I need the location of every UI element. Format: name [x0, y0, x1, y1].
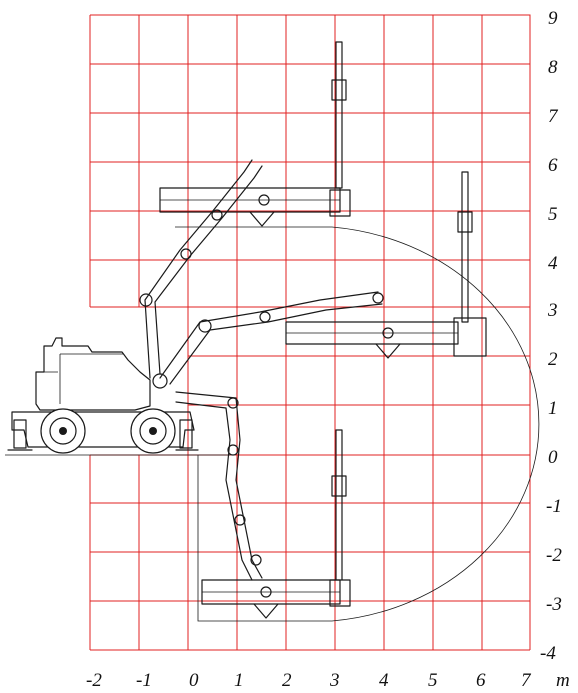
y-tick-neg1: -1 — [546, 496, 562, 517]
x-tick-neg1: -1 — [136, 670, 152, 691]
y-tick-1: 1 — [548, 398, 558, 419]
x-tick-1: 1 — [234, 670, 244, 691]
unit-label: m — [556, 670, 570, 691]
y-tick-9: 9 — [548, 8, 558, 29]
x-tick-4: 4 — [379, 670, 389, 691]
y-tick-neg2: -2 — [546, 545, 562, 566]
y-tick-4: 4 — [548, 253, 558, 274]
x-tick-5: 5 — [428, 670, 438, 691]
x-tick-neg2: -2 — [86, 670, 102, 691]
x-axis-labels: -2 -1 0 1 2 3 4 5 6 7 m — [86, 670, 570, 691]
y-tick-0: 0 — [548, 447, 558, 468]
y-tick-5: 5 — [548, 204, 558, 225]
boom-arm-icon — [139, 159, 384, 581]
y-tick-3: 3 — [547, 300, 558, 321]
red-grid — [89, 14, 531, 651]
x-tick-6: 6 — [476, 670, 486, 691]
platform-attachment-icon — [159, 41, 487, 619]
x-tick-7: 7 — [521, 670, 532, 691]
excavator-vehicle-icon — [5, 337, 230, 456]
reach-envelope — [175, 226, 540, 622]
y-tick-neg4: -4 — [540, 643, 556, 664]
x-tick-2: 2 — [282, 670, 292, 691]
x-tick-0: 0 — [189, 670, 199, 691]
y-tick-8: 8 — [548, 57, 558, 78]
y-axis-labels: 9 8 7 6 5 4 3 2 1 0 -1 -2 -3 -4 — [540, 8, 562, 664]
y-tick-2: 2 — [548, 349, 558, 370]
y-tick-6: 6 — [548, 155, 558, 176]
y-tick-neg3: -3 — [546, 594, 562, 615]
x-tick-3: 3 — [329, 670, 340, 691]
y-tick-7: 7 — [548, 106, 559, 127]
